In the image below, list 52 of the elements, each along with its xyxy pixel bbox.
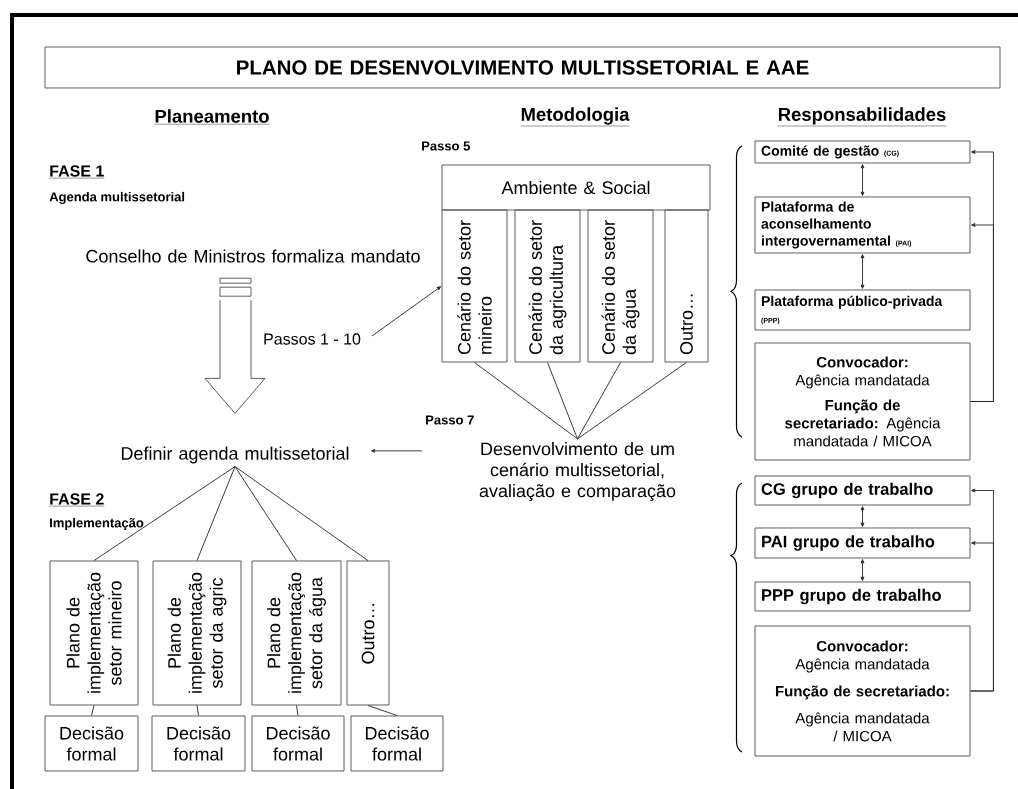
decision-box: Decisão formal: [350, 715, 444, 772]
statement-text: Definir agenda multissetorial: [121, 446, 349, 464]
arrow: [970, 541, 994, 692]
arrow: [371, 286, 442, 337]
connector-line: [547, 362, 578, 440]
phase-heading: FASE 1: [49, 165, 105, 179]
step-label: Passo 7: [426, 415, 474, 425]
connector-line: [93, 466, 236, 561]
connector-line: [234, 466, 369, 561]
block-arrow: [204, 277, 266, 414]
heading: Responsabilidades: [777, 107, 947, 127]
heading: Metodologia: [520, 107, 630, 127]
edge-label: Passos 1 - 10: [262, 332, 362, 346]
scenario-column: Outro…: [664, 209, 709, 363]
phase-heading: FASE 2: [49, 493, 105, 507]
scenario-column: Cenário do setor da água: [587, 209, 654, 363]
working-group-box: PPP grupo de trabalho: [754, 581, 971, 612]
statement-text: Desenvolvimento de um cenário multissetorial, avaliação e comparação: [479, 442, 676, 501]
decision-box: Decisão formal: [251, 715, 345, 772]
connector-line: [577, 362, 621, 440]
connector-line: [234, 466, 297, 561]
step-label: Passo 5: [422, 141, 470, 151]
decision-box: Decisão formal: [151, 715, 246, 772]
phase-subtitle: Agenda multissetorial: [49, 191, 185, 205]
arrow: [970, 223, 994, 402]
working-group-box: CG grupo de trabalho: [754, 475, 971, 506]
role-box: Convocador: Agência mandatada Função de secretariado: Agência mandatada / MICOA: [754, 342, 971, 461]
arrow: [860, 506, 865, 527]
connector-line: [577, 362, 687, 440]
connector-line: [196, 705, 199, 716]
statement-text: Conselho de Ministros formaliza mandato: [86, 249, 420, 263]
connector-line: [196, 466, 236, 561]
scenario-column: Cenário do setor mineiro: [441, 209, 508, 363]
heading: Planeamento: [154, 109, 270, 125]
arrow: [860, 164, 865, 196]
plan-box: Plano de implementação setor da agric: [152, 560, 242, 706]
title-box: PLANO DE DESENVOLVIMENTO MULTISSETORIAL E AAE: [44, 46, 1001, 89]
working-group-box: PAI grupo de trabalho: [754, 527, 971, 559]
role-box: Convocador: Agência mandatada Função de secretariado: Agência mandatada / MICOA: [754, 625, 971, 757]
plan-box: Plano de implementação setor mineiro: [49, 560, 139, 706]
plan-box: Plano de implementação setor da água: [251, 560, 342, 706]
header-box: Ambiente & Social: [441, 164, 711, 211]
connector-line: [474, 362, 578, 440]
decision-box: Decisão formal: [44, 715, 139, 772]
arrow: [860, 254, 865, 289]
arrow: [370, 448, 423, 453]
connector-line: [296, 705, 299, 716]
phase-subtitle: Implementação: [50, 517, 144, 531]
connector-line: [91, 705, 95, 716]
plan-box: Outro…: [346, 560, 390, 706]
arrow: [860, 559, 865, 581]
scenario-column: Cenário do setor da agricultura: [514, 209, 581, 363]
